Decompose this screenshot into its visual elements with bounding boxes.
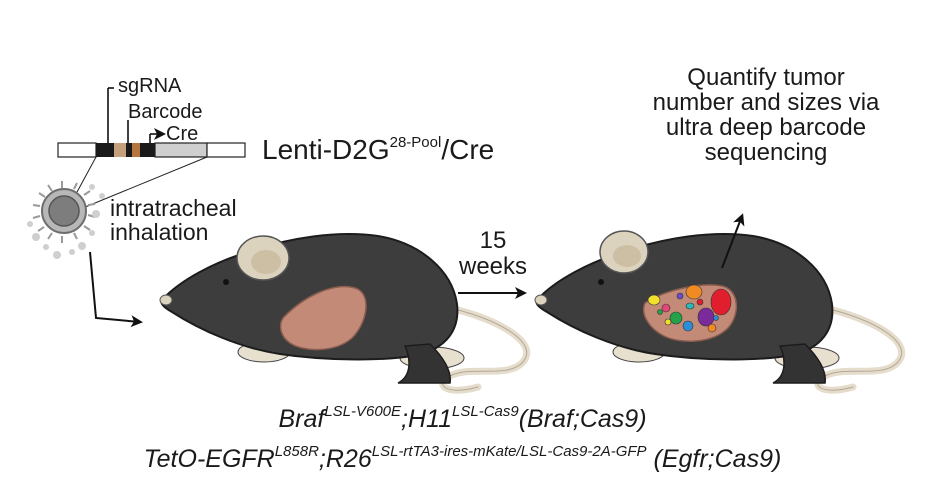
inhalation-arrow bbox=[89, 251, 143, 328]
h11-allele: LSL-Cas9 bbox=[452, 403, 519, 420]
construct-title: Lenti-D2G28-Pool/Cre bbox=[262, 135, 494, 164]
sgrna-block bbox=[114, 143, 126, 157]
mouse-untreated bbox=[159, 233, 531, 394]
h11-locus: H11 bbox=[408, 405, 453, 433]
construct-suffix: /Cre bbox=[441, 134, 495, 165]
sgrna-label: sgRNA bbox=[118, 75, 182, 97]
lung-healthy bbox=[279, 285, 367, 351]
egfr-model-name: (Egfr;Cas9) bbox=[646, 445, 782, 473]
egfr-gene: TetO-EGFR bbox=[143, 445, 275, 473]
spacer-block bbox=[126, 143, 132, 157]
cre-label: Cre bbox=[166, 123, 199, 145]
delivery-line1: intratracheal bbox=[110, 195, 237, 221]
timepoint-number: 15 bbox=[479, 227, 507, 254]
genotype-braf: BrafLSL-V600E;H11LSL-Cas9(Braf;Cas9) bbox=[0, 404, 925, 432]
eye bbox=[598, 279, 604, 285]
ltr-right bbox=[206, 142, 246, 158]
promoter-block bbox=[96, 143, 114, 157]
funnel-line-right bbox=[77, 156, 208, 211]
lentiviral-construct bbox=[57, 87, 246, 158]
hind-leg bbox=[397, 343, 451, 384]
eye bbox=[223, 279, 229, 285]
timepoint-label: 15 weeks bbox=[448, 228, 538, 280]
inner-ear bbox=[613, 245, 641, 267]
barcode-label: Barcode bbox=[128, 101, 203, 123]
ltr-left bbox=[57, 142, 97, 158]
genotype-separator: ; bbox=[401, 405, 408, 433]
delivery-label: intratracheal inhalation bbox=[110, 196, 237, 244]
tumors bbox=[647, 284, 732, 333]
braf-model-name: (Braf;Cas9) bbox=[518, 405, 647, 433]
cre-block bbox=[154, 142, 208, 158]
mouse-tumor-bearing bbox=[534, 230, 906, 394]
egfr-allele: L858R bbox=[274, 443, 319, 460]
hind-leg bbox=[772, 343, 826, 384]
inner-ear bbox=[251, 250, 281, 274]
r26-allele: LSL-rtTA3-ires-mKate/LSL-Cas9-2A-GFP bbox=[371, 443, 647, 460]
braf-allele: LSL-V600E bbox=[324, 403, 402, 420]
readout-arrow bbox=[721, 213, 745, 269]
nose bbox=[159, 294, 173, 306]
genotype-separator: ; bbox=[318, 445, 326, 473]
r26-locus: R26 bbox=[325, 445, 372, 473]
pgk-promoter-block bbox=[140, 143, 155, 157]
timepoint-unit: weeks bbox=[458, 253, 528, 280]
braf-gene: Braf bbox=[278, 405, 325, 433]
construct-name: Lenti-D2G bbox=[262, 134, 390, 165]
readout-label: Quantify tumor number and sizes via ultr… bbox=[652, 64, 880, 166]
barcode-block bbox=[132, 143, 140, 157]
nose bbox=[534, 294, 548, 306]
delivery-line2: inhalation bbox=[110, 219, 209, 245]
lentivirus-particle bbox=[27, 181, 105, 259]
genotype-egfr: TetO-EGFRL858R;R26LSL-rtTA3-ires-mKate/L… bbox=[0, 444, 925, 472]
construct-pool: 28-Pool bbox=[389, 134, 442, 151]
